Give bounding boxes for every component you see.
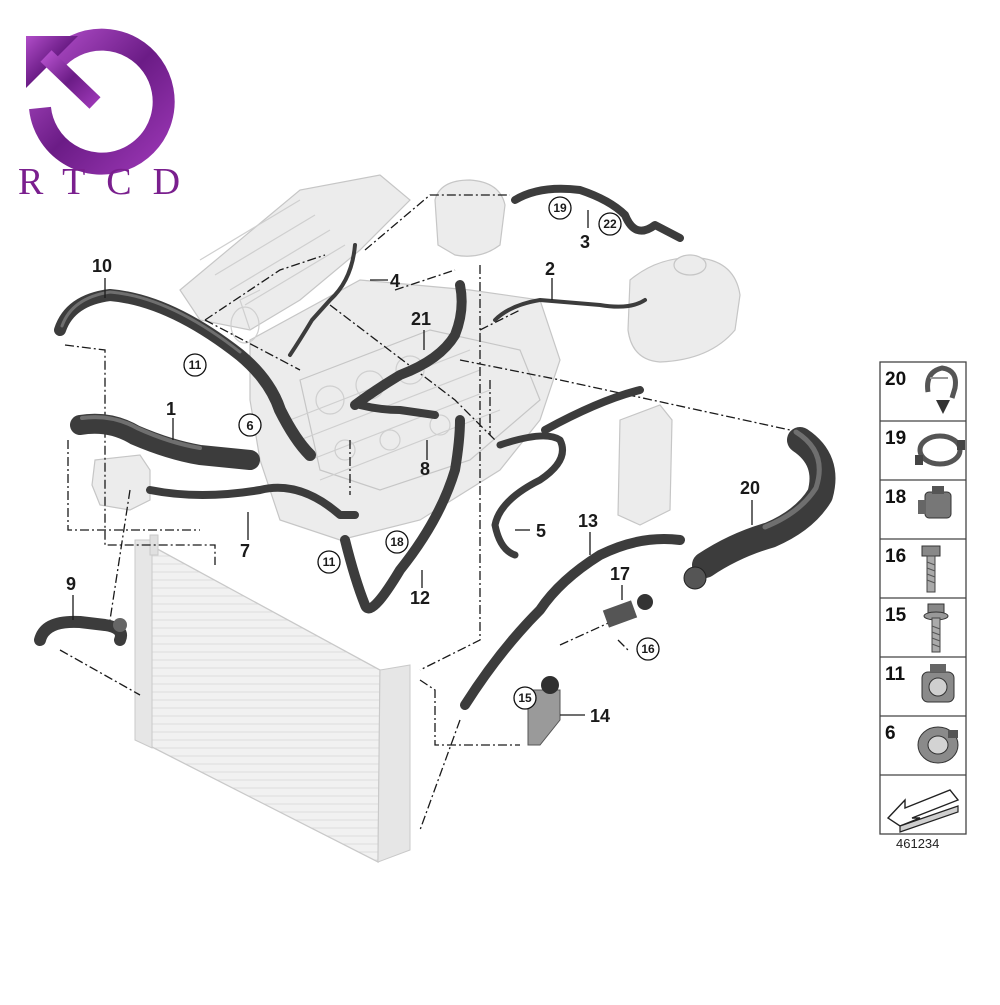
callout-5: 5 [536,521,546,541]
quick-clip-icon [918,486,952,519]
callout-11-lower: 11 [317,550,341,574]
hoses [34,184,836,710]
front-arrow-icon [886,789,960,833]
svg-text:11: 11 [189,358,202,372]
panel-number-15: 15 [885,605,907,626]
panel-number-18: 18 [885,487,906,508]
parts-panel: 20 19 18 16 15 11 6 [879,361,967,835]
callout-16: 16 [636,637,660,661]
callout-4: 4 [390,271,400,291]
svg-text:19: 19 [553,201,567,215]
engine-block-illustration [91,174,741,864]
callout-12: 12 [410,588,430,608]
panel-number-6: 6 [885,723,896,744]
hose-clip-icon [921,664,955,703]
small-parts [113,566,707,746]
callout-11-upper: 11 [183,353,207,377]
callout-18: 18 [385,530,409,554]
radiator-illustration [134,534,411,864]
callout-17: 17 [610,564,630,584]
svg-text:6: 6 [246,418,253,433]
callout-14: 14 [590,706,610,726]
callout-19: 19 [548,196,572,220]
callout-labels: 1 2 3 4 5 7 8 9 10 12 13 14 17 20 21 [66,232,760,726]
spring-band-clamp-icon [915,433,965,467]
flange-bolt-icon [923,603,949,653]
hose-clamp-hook-icon [925,365,958,414]
hose-connector-icon [917,726,959,764]
callout-22: 21 [411,309,431,329]
leader-lines [72,210,753,716]
reference-lines [59,194,791,831]
bolt-icon [921,545,941,593]
svg-text:11: 11 [323,555,336,569]
callout-9: 9 [66,574,76,594]
callout-20: 22 [598,212,622,236]
callout-7: 7 [240,541,250,561]
rtcd-logo-icon [26,28,175,175]
callout-2: 2 [545,259,555,279]
svg-text:18: 18 [390,535,404,549]
panel-number-16: 16 [885,546,906,567]
panel-number-19: 19 [885,428,906,449]
svg-text:22: 22 [603,217,617,231]
callout-6: 6 [238,413,262,437]
callout-10: 10 [92,256,112,276]
svg-text:16: 16 [641,642,655,656]
panel-number-11: 11 [885,664,906,685]
callout-8: 8 [420,459,430,479]
svg-text:15: 15 [518,691,532,705]
document-number: 461234 [896,836,940,851]
logo-wordmark: RTCD [18,161,202,203]
callout-15: 15 [513,686,537,710]
callout-13: 13 [578,511,598,531]
circled-callouts: 6 11 11 15 16 18 19 22 [183,196,660,710]
panel-number-20: 20 [885,369,906,390]
callout-21: 20 [740,478,760,498]
callout-1: 1 [166,399,176,419]
callout-3: 3 [580,232,590,252]
